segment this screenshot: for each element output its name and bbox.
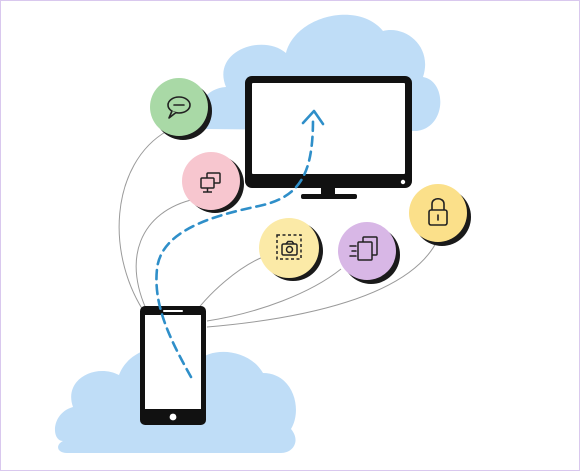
connector-messages	[118, 130, 168, 320]
badge-file-transfer	[338, 222, 400, 284]
monitor-power-light	[400, 179, 406, 185]
transfer-arrow	[155, 109, 325, 379]
phone-home-button	[169, 413, 177, 421]
camera-frame-icon	[276, 234, 302, 260]
transfer-arrow-path	[155, 117, 315, 379]
badge-screenshot	[259, 218, 323, 281]
connector-security	[206, 240, 438, 328]
badge-screen-mirroring	[182, 152, 244, 213]
documents-icon	[349, 236, 378, 261]
monitor-stand-base	[301, 194, 357, 199]
phone-speaker	[163, 310, 183, 312]
monitor-screen	[252, 83, 405, 174]
connector-file-transfer	[206, 268, 342, 322]
transfer-arrow-head	[301, 109, 325, 126]
badge-messages	[150, 78, 212, 140]
phone-screen	[145, 315, 201, 409]
badge-screenshot-circle	[259, 218, 319, 278]
chat-bubble-icon	[167, 96, 191, 119]
lock-icon	[428, 197, 448, 226]
badge-messages-circle	[150, 78, 208, 136]
connector-screen-mirroring	[135, 198, 196, 320]
badge-security	[409, 184, 471, 246]
monitor-device	[245, 76, 412, 199]
monitor-stand-neck	[321, 187, 335, 195]
smartphone-device	[140, 306, 206, 425]
badge-security-circle	[409, 184, 467, 242]
dual-screen-icon	[200, 172, 221, 193]
